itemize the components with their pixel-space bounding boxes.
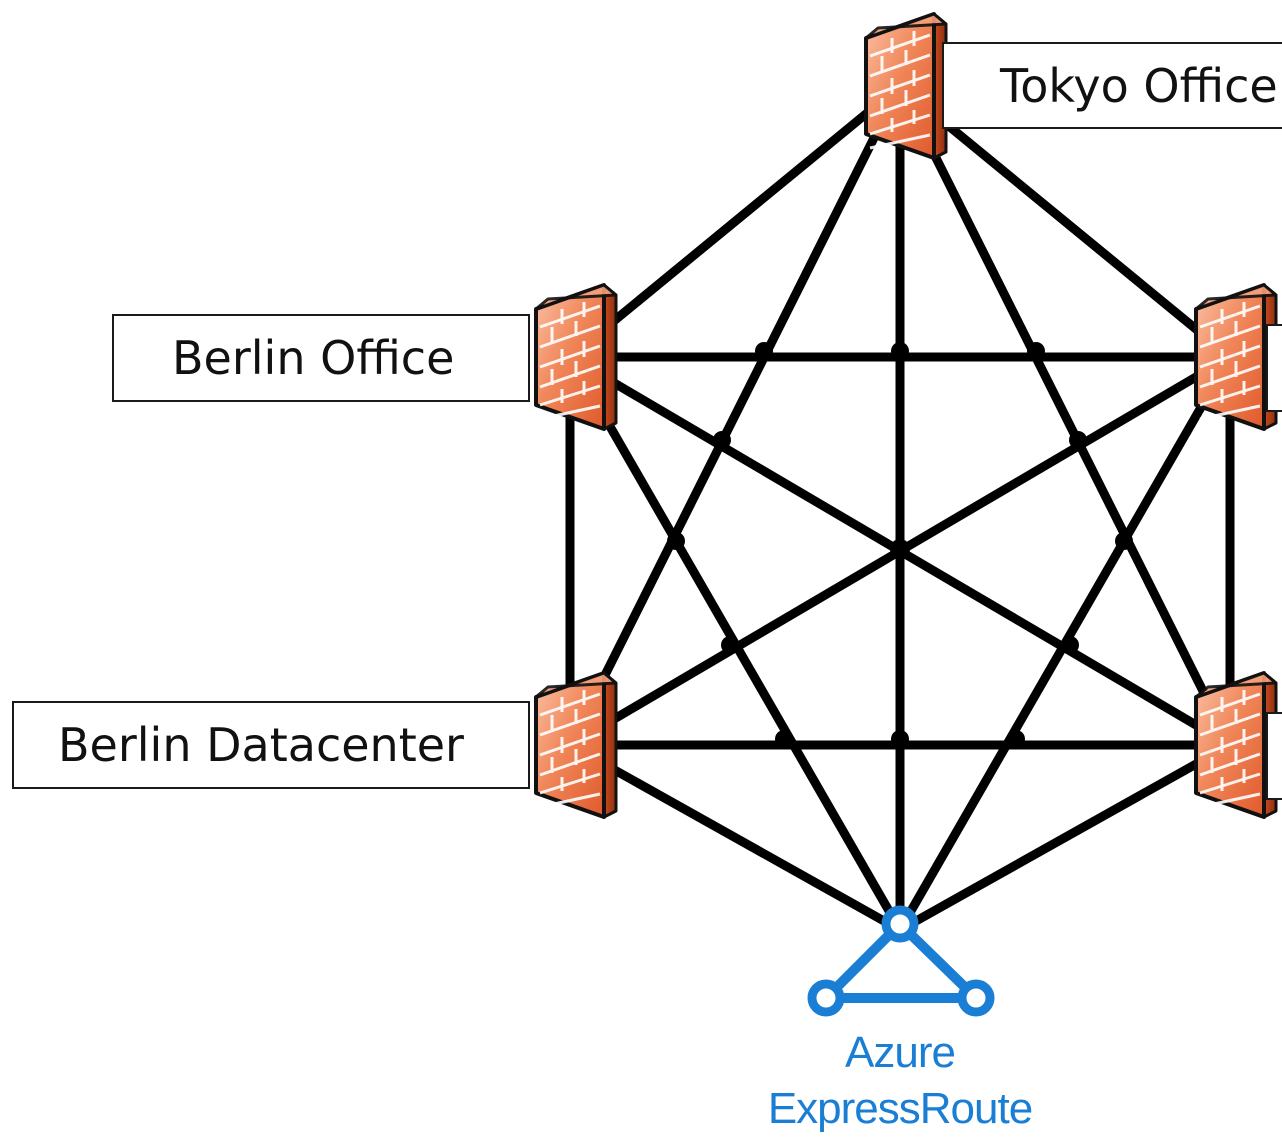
right-upper-label — [1266, 324, 1282, 412]
link-tokyo-berlin-dc — [565, 81, 905, 750]
firewall-icon — [1194, 671, 1278, 819]
line-crossing-hops — [667, 342, 1133, 748]
tokyo-office-text: Tokyo Office — [1000, 58, 1278, 113]
berlin-datacenter-label: Berlin Datacenter — [12, 701, 530, 789]
link-right-lower-azure — [895, 740, 1235, 935]
azure-caption-line2: ExpressRoute — [767, 1084, 1033, 1133]
firewall-icon — [864, 12, 948, 160]
berlin-datacenter-text: Berlin Datacenter — [58, 718, 464, 772]
tokyo-office-label: Tokyo Office — [942, 42, 1282, 129]
mesh-links — [565, 81, 1235, 935]
berlin-office-text: Berlin Office — [172, 331, 455, 385]
link-tokyo-berlin-office — [565, 81, 905, 362]
firewall-icon — [534, 671, 618, 819]
firewall-icon — [1194, 283, 1278, 431]
link-tokyo-right-lower — [895, 81, 1235, 750]
right-lower-label — [1266, 712, 1282, 800]
expressroute-icon — [807, 905, 995, 1017]
link-berlin-dc-azure — [565, 740, 905, 935]
azure-caption-line1: Azure — [845, 1028, 956, 1077]
berlin-office-label: Berlin Office — [112, 314, 530, 402]
firewall-icon — [534, 283, 618, 431]
link-tokyo-right-upper — [895, 81, 1235, 362]
